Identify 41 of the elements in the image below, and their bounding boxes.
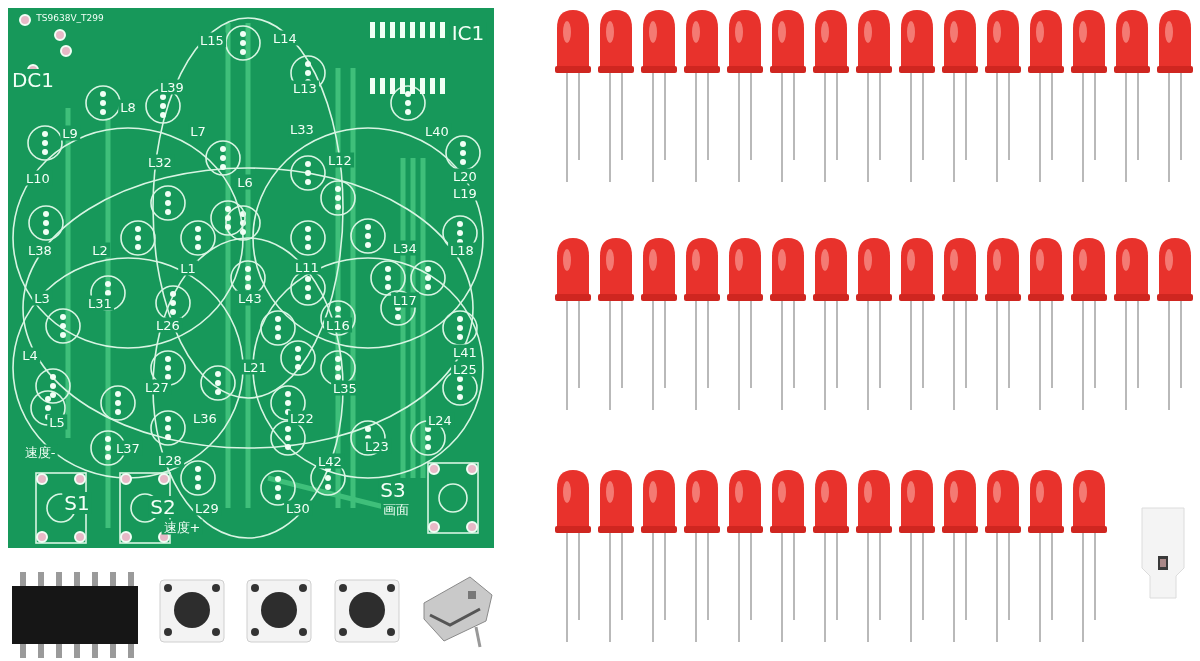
silkscreen-label: L5 — [47, 414, 67, 430]
silkscreen-label: L2 — [90, 242, 110, 258]
silkscreen-label: L37 — [114, 440, 142, 456]
silkscreen-label: L30 — [284, 500, 312, 516]
silkscreen-label: L11 — [293, 259, 321, 275]
silkscreen-label: L8 — [118, 99, 138, 115]
silkscreen-label: 画面 — [381, 501, 411, 517]
silkscreen-label: L41 — [451, 344, 479, 360]
silkscreen-label: L13 — [291, 80, 319, 96]
silkscreen-label: L10 — [24, 170, 52, 186]
silkscreen-label: L3 — [32, 290, 52, 306]
silkscreen-label: L19 — [451, 185, 479, 201]
silkscreen-label: L31 — [86, 295, 114, 311]
silkscreen-label: L23 — [363, 438, 391, 454]
silkscreen-label: L25 — [451, 361, 479, 377]
silkscreen-label: L12 — [326, 152, 354, 168]
silkscreen-label: L1 — [178, 260, 198, 276]
silkscreen-label: 速度+ — [161, 519, 203, 535]
silkscreen-label: 速度- — [22, 444, 58, 460]
silkscreen-label: L15 — [198, 32, 226, 48]
silkscreen-label: L14 — [271, 30, 299, 46]
silkscreen-label: L28 — [156, 452, 184, 468]
silkscreen-label: L38 — [26, 242, 54, 258]
silkscreen-label: L43 — [236, 290, 264, 306]
silkscreen-label: L16 — [324, 317, 352, 333]
silkscreen-label: L22 — [288, 410, 316, 426]
silkscreen-label: L17 — [391, 292, 419, 308]
silkscreen-label: L39 — [158, 79, 186, 95]
silkscreen-label: TS9638V_T299 — [34, 12, 106, 24]
silkscreen-label: L4 — [20, 347, 40, 363]
silkscreen-label: L21 — [241, 359, 269, 375]
silkscreen-label: L18 — [448, 242, 476, 258]
silkscreen-label: L34 — [391, 240, 419, 256]
silkscreen-label: L32 — [146, 154, 174, 170]
silkscreen-label: L26 — [154, 317, 182, 333]
silkscreen-label: L27 — [143, 379, 171, 395]
silkscreen-label: L42 — [316, 453, 344, 469]
silkscreen-label: L6 — [235, 174, 255, 190]
silkscreen-label: L35 — [331, 380, 359, 396]
silkscreen-label: L9 — [60, 125, 80, 141]
silkscreen-label: L20 — [451, 168, 479, 184]
